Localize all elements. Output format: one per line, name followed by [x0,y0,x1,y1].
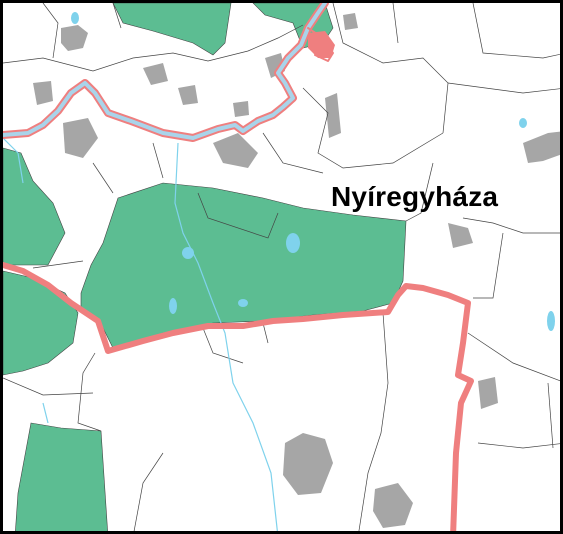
settlement-top-right [343,13,358,30]
settlement-east [523,131,560,163]
settlement-nyiregyhaza-south [448,223,473,248]
forest-area-left-mid [3,270,79,376]
city-label: Nyíregyháza [331,181,499,212]
settlement-center-north [178,85,198,105]
lake-1 [286,233,300,253]
lake-3 [519,118,527,128]
settlement-small-1 [233,101,249,117]
settlement-topleft [61,25,88,51]
lake-2 [182,247,194,259]
lake-7 [71,12,79,24]
lake-5 [169,298,177,314]
forest-area-bottom-left [15,422,108,531]
settlement-south-right [373,483,413,528]
water-bodies [71,12,555,331]
settlement-village-west [63,118,98,158]
forest-area-left-upper [3,147,66,266]
boundary-patch [308,31,335,58]
lake-6 [238,299,248,307]
admin-lines [3,3,560,531]
county-boundary [3,262,474,531]
forest-areas [3,3,407,531]
settlement-mid-left [143,63,168,85]
settlement-east-north [325,93,341,138]
settlement-left-bank [33,81,53,105]
settlement-south-center [283,433,333,495]
river-water [3,3,327,140]
streams [3,137,278,531]
lake-4 [547,311,555,331]
forest-area-top [112,3,232,56]
settlement-village-center [213,133,258,168]
map-canvas[interactable] [3,3,563,534]
settlement-southeast [478,377,498,409]
